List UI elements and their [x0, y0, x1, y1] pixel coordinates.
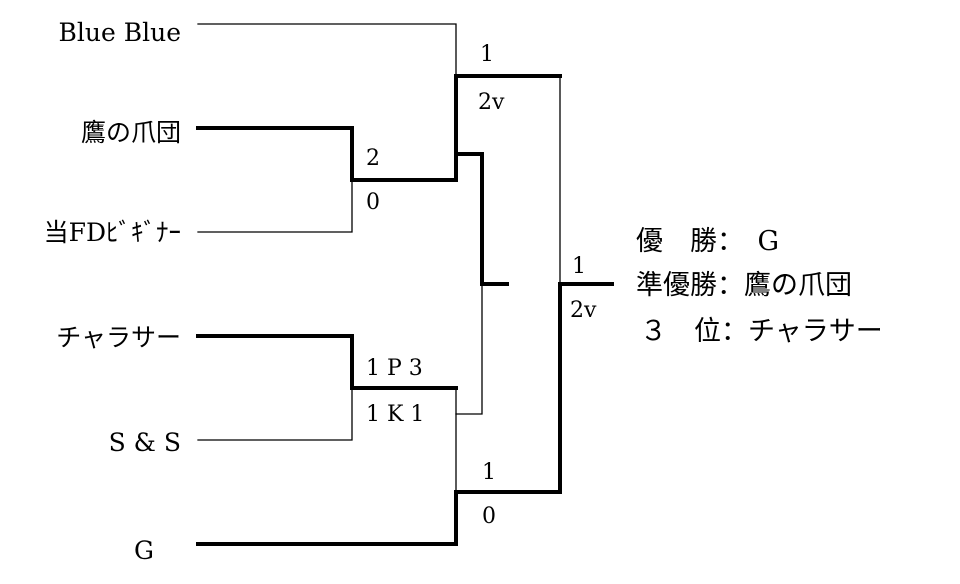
team-name-2: 鷹の爪団: [80, 118, 181, 147]
score-final-lower: 2v: [570, 298, 597, 323]
result-third-place: ３ 位：チャラサー: [640, 316, 883, 347]
bracket-line-final-winner: [558, 282, 614, 494]
team-name-3: 当FDﾋﾞｷﾞﾅｰ: [43, 218, 181, 247]
score-r1-bottom-lower: 1 K 1: [366, 402, 425, 427]
score-final-upper: 1: [572, 254, 586, 279]
bracket-line-r1-top-loser: [197, 179, 353, 233]
score-r1-top-upper: 2: [366, 146, 380, 171]
score-semi-top-lower: 2v: [478, 90, 505, 115]
bracket-line-r1-bottom-winner: [196, 334, 458, 390]
bracket-line-semi-top-bb: [197, 23, 457, 77]
bracket-line-r1-top-winner: [196, 126, 458, 182]
team-name-1: Blue Blue: [58, 18, 181, 47]
team-name-5: S & S: [108, 428, 181, 457]
bracket-line-third-place-upper: [454, 152, 509, 286]
bracket-line-third-place-lower: [455, 283, 483, 415]
score-semi-bottom-upper: 1: [482, 460, 496, 485]
bracket-line-semi-bottom-winner: [196, 490, 562, 546]
score-semi-bottom-lower: 0: [482, 504, 496, 529]
bracket-line-r1-bottom-loser: [197, 387, 353, 441]
result-runner-up: 準優勝：鷹の爪団: [636, 270, 852, 301]
result-champion: 優 勝： G: [636, 226, 780, 257]
team-name-6: G: [134, 536, 154, 565]
score-r1-bottom-upper: 1 P 3: [366, 356, 423, 381]
bracket-line-semi-top-winner: [454, 74, 562, 182]
score-r1-top-lower: 0: [366, 190, 380, 215]
score-semi-top-upper: 1: [480, 42, 494, 67]
team-name-4: チャラサー: [56, 323, 181, 352]
